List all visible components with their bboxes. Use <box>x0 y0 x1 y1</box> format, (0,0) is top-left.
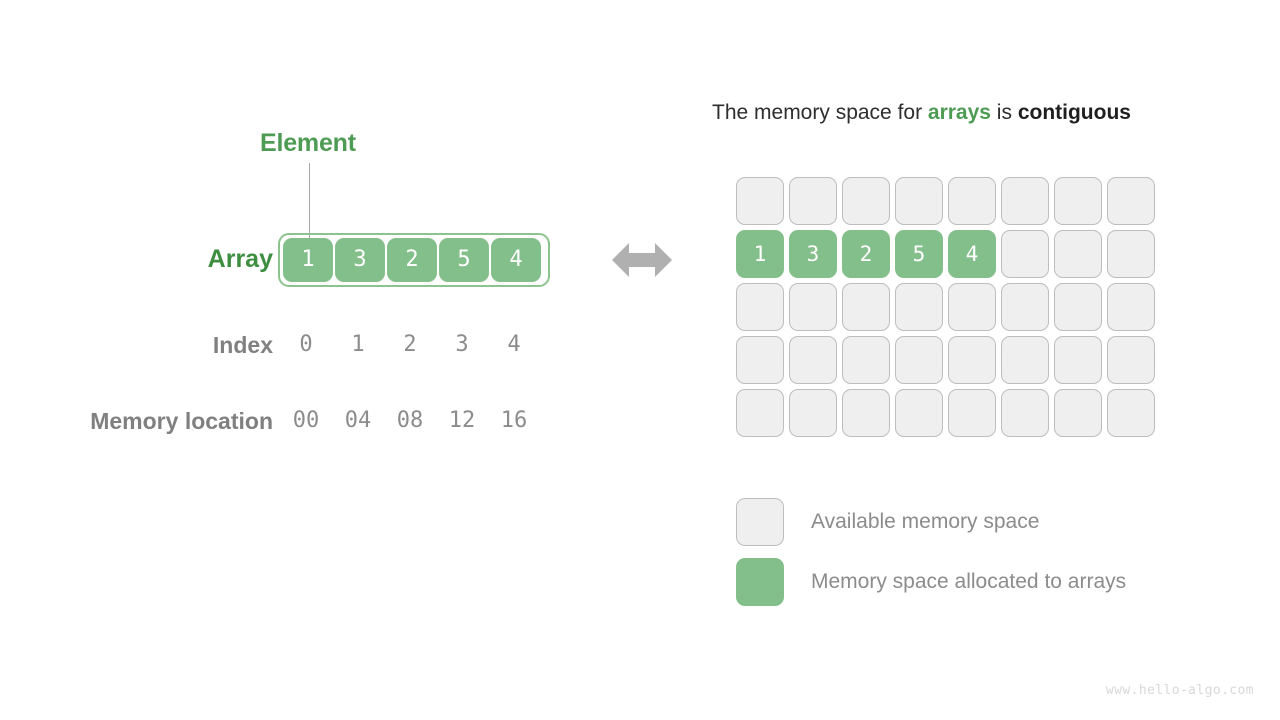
memory-cell-allocated: 2 <box>842 230 890 278</box>
title-text-prefix: The memory space for <box>712 101 928 124</box>
memory-cell-available <box>842 389 890 437</box>
memory-cell-available <box>789 336 837 384</box>
memory-cell-available <box>948 389 996 437</box>
memory-cell-available <box>1054 177 1102 225</box>
element-callout-label: Element <box>260 129 356 157</box>
legend-label: Available memory space <box>811 510 1040 533</box>
memory-cell-available <box>1054 336 1102 384</box>
memory-cell-available <box>895 283 943 331</box>
memory-location-value: 04 <box>344 408 372 433</box>
index-values-row: 0 1 2 3 4 <box>278 332 550 357</box>
memory-cell-available <box>1001 336 1049 384</box>
memory-cell-available <box>1054 283 1102 331</box>
memory-cell-available <box>1054 230 1102 278</box>
title-highlight-arrays: arrays <box>927 101 991 124</box>
memory-cell-available <box>948 177 996 225</box>
memory-cell-available <box>895 336 943 384</box>
memory-location-row-label: Memory location <box>90 408 273 434</box>
memory-cell-available <box>1107 336 1155 384</box>
array-row-label: Array <box>207 245 273 273</box>
memory-location-value: 08 <box>396 408 424 433</box>
right-section-title: The memory space for arrays is contiguou… <box>712 101 1131 125</box>
array-cell: 4 <box>491 238 541 282</box>
memory-cell-available <box>1107 177 1155 225</box>
legend-item: Available memory space <box>736 492 1126 552</box>
element-connector-line <box>309 163 310 239</box>
memory-cell-available <box>1001 283 1049 331</box>
memory-cell-available <box>789 177 837 225</box>
memory-cell-available <box>895 389 943 437</box>
legend-label: Memory space allocated to arrays <box>811 570 1127 593</box>
legend-swatch-available-icon <box>736 498 784 546</box>
memory-location-value: 12 <box>448 408 476 433</box>
array-cell: 5 <box>439 238 489 282</box>
array-cell: 3 <box>335 238 385 282</box>
memory-cell-available <box>736 389 784 437</box>
memory-cell-available <box>736 283 784 331</box>
watermark: www.hello-algo.com <box>1105 683 1254 698</box>
memory-cell-available <box>895 177 943 225</box>
memory-cell-available <box>789 283 837 331</box>
memory-cell-available <box>842 177 890 225</box>
index-value: 4 <box>507 332 521 357</box>
memory-location-value: 16 <box>500 408 528 433</box>
memory-cell-available <box>842 283 890 331</box>
memory-cell-available <box>1001 389 1049 437</box>
memory-cell-available <box>842 336 890 384</box>
memory-cell-available <box>1107 389 1155 437</box>
legend: Available memory space Memory space allo… <box>736 492 1126 612</box>
memory-cell-allocated: 5 <box>895 230 943 278</box>
memory-cell-available <box>1001 177 1049 225</box>
index-value: 3 <box>455 332 469 357</box>
memory-cell-allocated: 4 <box>948 230 996 278</box>
index-value: 0 <box>299 332 313 357</box>
memory-cell-allocated: 1 <box>736 230 784 278</box>
memory-cell-allocated: 3 <box>789 230 837 278</box>
legend-item: Memory space allocated to arrays <box>736 552 1126 612</box>
memory-location-value: 00 <box>292 408 320 433</box>
index-value: 2 <box>403 332 417 357</box>
title-bold-contiguous: contiguous <box>1017 101 1131 124</box>
memory-cell-available <box>948 283 996 331</box>
memory-cell-available <box>789 389 837 437</box>
double-arrow-horizontal-icon <box>612 237 672 283</box>
index-row-label: Index <box>212 332 273 358</box>
array-cell: 2 <box>387 238 437 282</box>
memory-cell-available <box>1107 283 1155 331</box>
legend-swatch-allocated-icon <box>736 558 784 606</box>
memory-location-values-row: 00 04 08 12 16 <box>278 408 550 433</box>
memory-cell-available <box>736 336 784 384</box>
index-value: 1 <box>351 332 365 357</box>
array-container: 1 3 2 5 4 <box>278 233 550 287</box>
memory-cell-available <box>1001 230 1049 278</box>
memory-cell-available <box>736 177 784 225</box>
array-cell: 1 <box>283 238 333 282</box>
memory-cell-available <box>1054 389 1102 437</box>
memory-cell-available <box>1107 230 1155 278</box>
memory-cell-available <box>948 336 996 384</box>
title-text-middle: is <box>990 101 1018 124</box>
